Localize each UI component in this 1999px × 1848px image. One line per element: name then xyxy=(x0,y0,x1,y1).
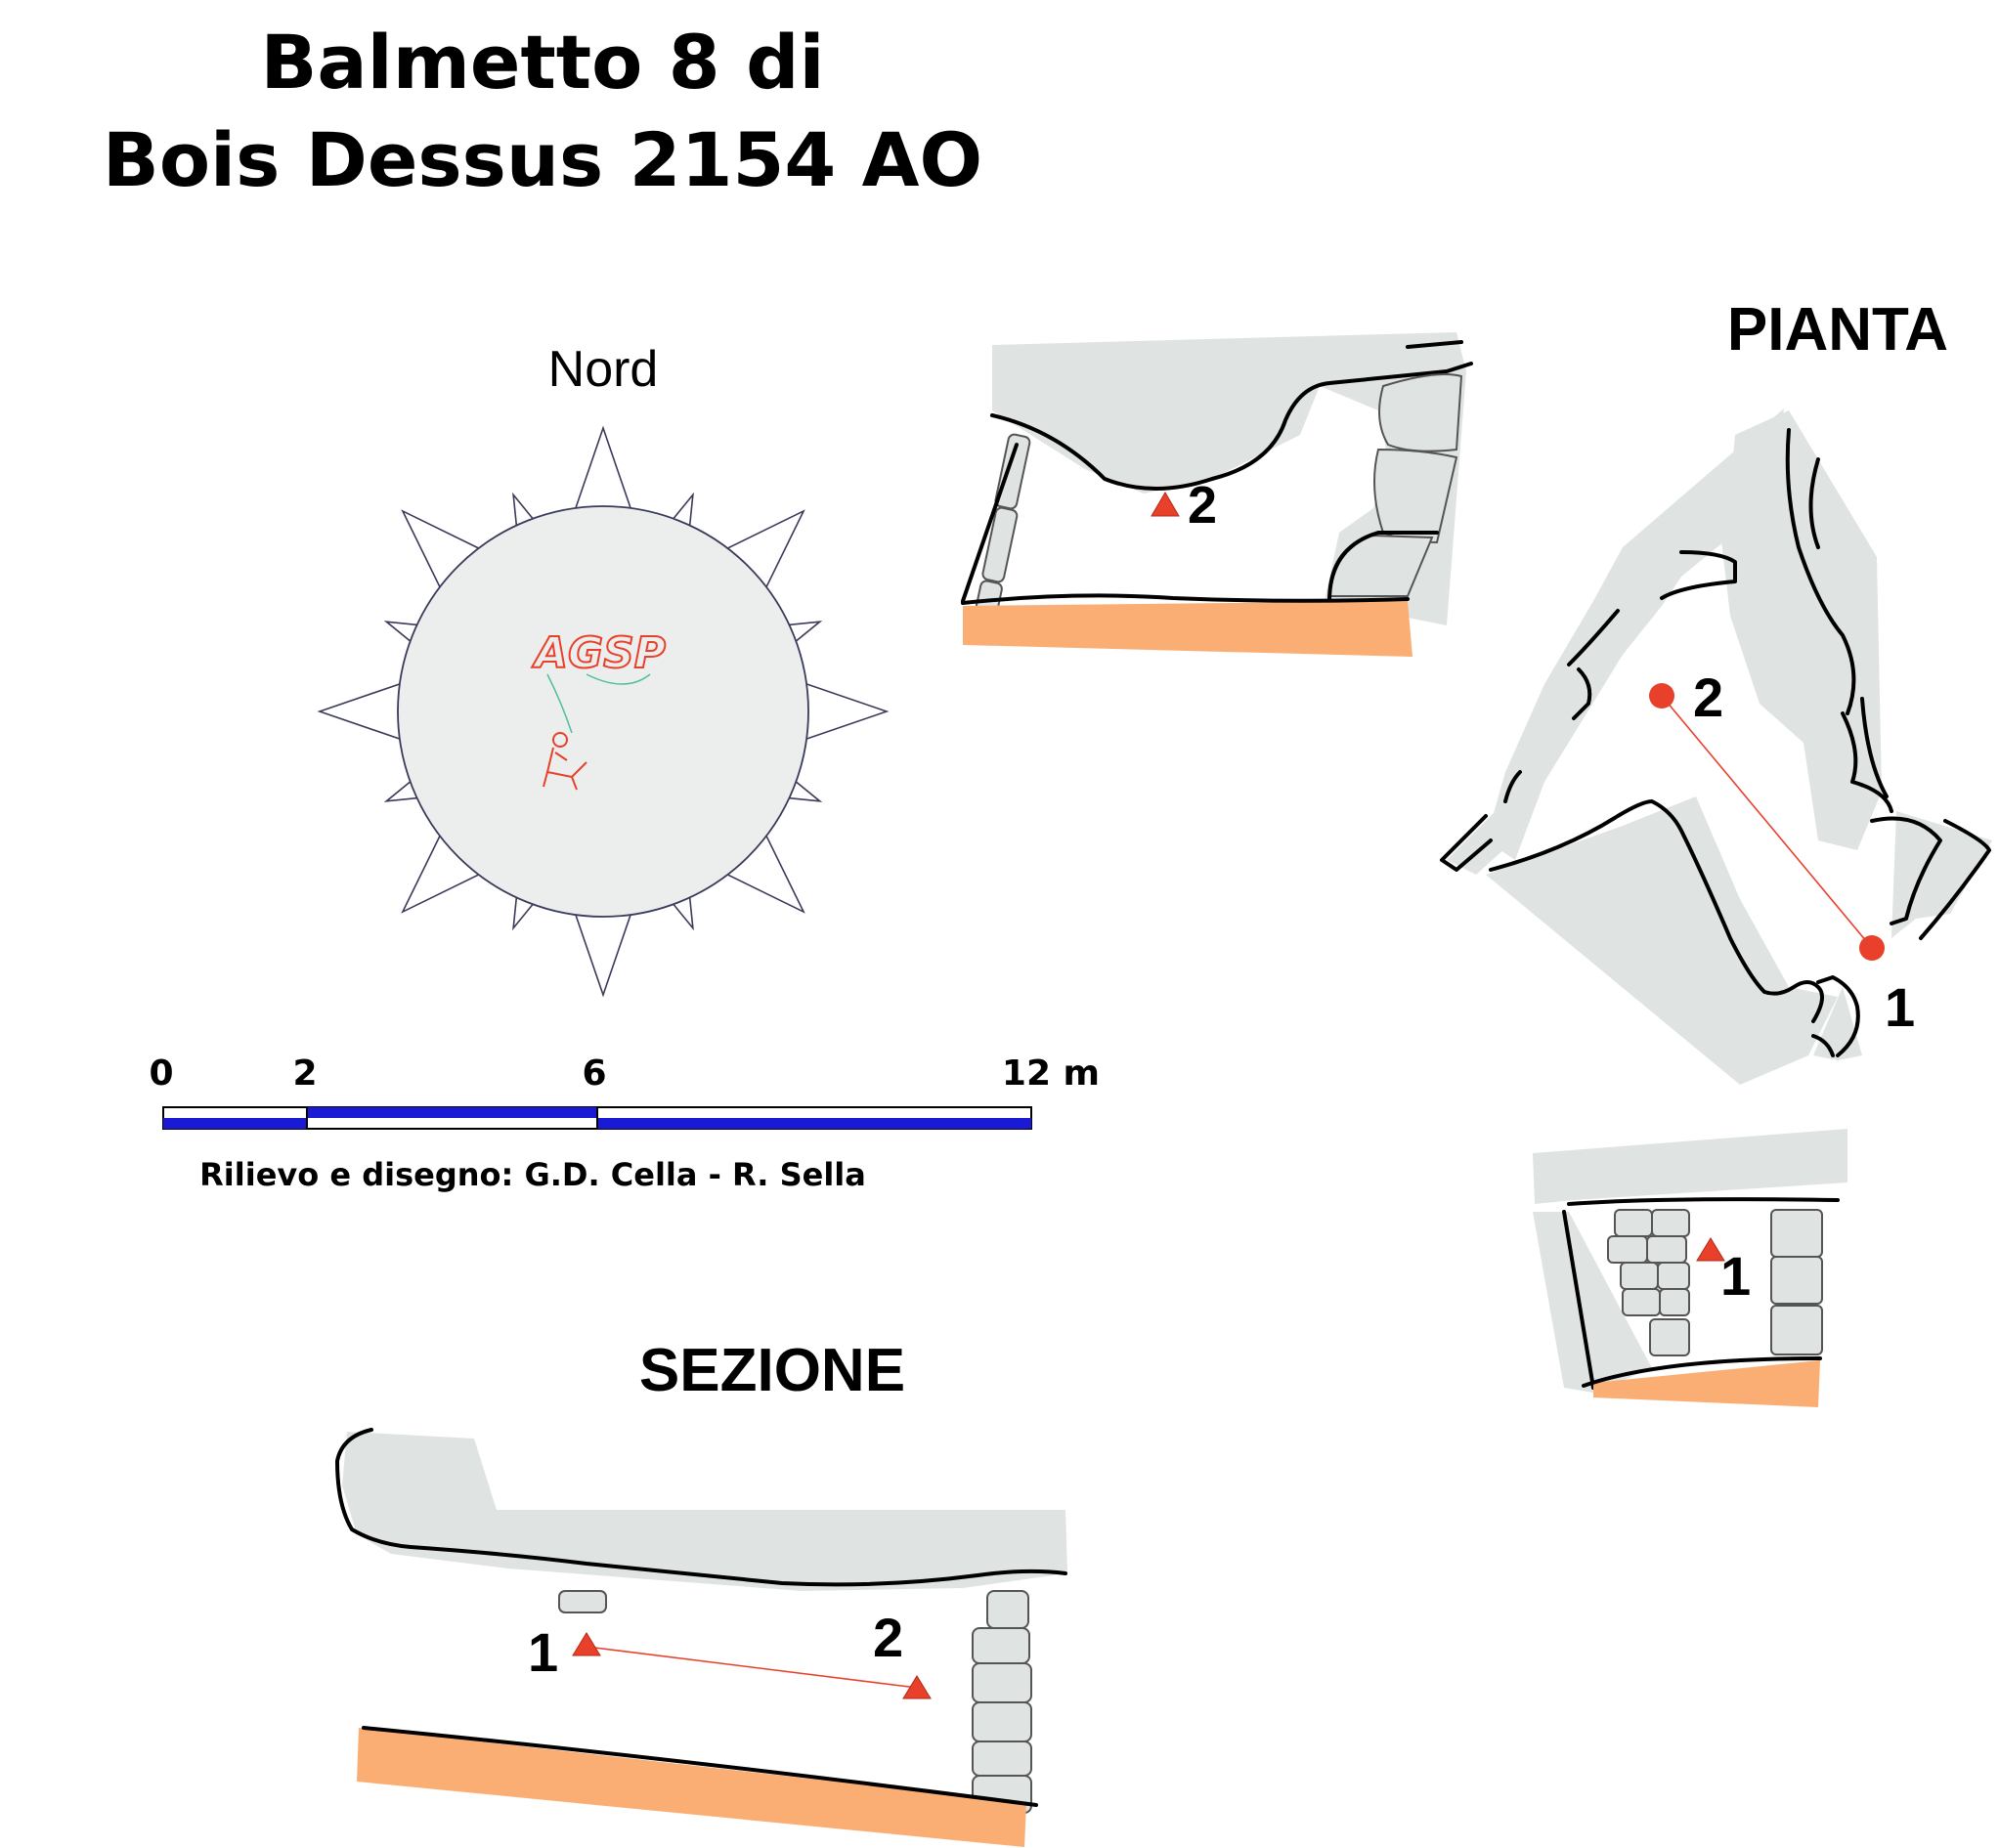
scale-tick-6: 6 xyxy=(582,1053,606,1094)
plan-station-2-dot xyxy=(1649,683,1674,709)
floor-ground-right xyxy=(1593,1360,1820,1407)
section-ceiling-rock xyxy=(342,1432,1067,1591)
logo-rope xyxy=(546,673,651,734)
title-line-1: Balmetto 8 di xyxy=(260,19,824,106)
section-survey-leg xyxy=(586,1646,918,1689)
section-floor-ground xyxy=(357,1728,1026,1847)
scale-segment-3 xyxy=(597,1118,1031,1129)
title-line-2: Bois Dessus 2154 AO xyxy=(103,116,982,203)
station-2-marker: 2 xyxy=(1151,476,1217,535)
plan-survey-leg xyxy=(1661,695,1873,949)
section-station-1-label: 1 xyxy=(528,1621,558,1683)
left-wall-rock xyxy=(1533,1212,1652,1393)
scale-tick-12: 12 m xyxy=(1002,1053,1100,1094)
section-heading: SEZIONE xyxy=(639,1337,905,1404)
cross-section-right: 1 xyxy=(1533,1129,1847,1407)
cross-section-top: 2 xyxy=(961,332,1473,657)
compass-disc xyxy=(397,505,809,918)
plan-station-1-label: 1 xyxy=(1885,976,1915,1038)
station-1-label: 1 xyxy=(1720,1245,1751,1307)
north-label: Nord xyxy=(548,341,659,398)
scale-tick-2: 2 xyxy=(292,1053,317,1094)
station-2-label: 2 xyxy=(1188,476,1217,535)
stone-pillar xyxy=(1607,1209,1823,1356)
scale-bar: 0 2 6 12 m Rilievo e disegno: G.D. Cella… xyxy=(149,1053,1100,1193)
ceiling-rock-right xyxy=(1533,1129,1847,1204)
scale-segment-1 xyxy=(163,1118,307,1129)
plan-heading: PIANTA xyxy=(1727,296,1948,364)
plan-station-1-dot xyxy=(1859,935,1885,961)
plan-station-2-label: 2 xyxy=(1693,666,1723,728)
floor-ground xyxy=(963,601,1412,657)
compass-rose: Nord AGSP xyxy=(317,341,890,998)
section-station-2-label: 2 xyxy=(873,1607,903,1668)
longitudinal-section: SEZIONE 1 2 xyxy=(335,1337,1067,1847)
scale-segment-2 xyxy=(307,1107,597,1118)
station-1-marker: 1 xyxy=(1696,1237,1751,1307)
survey-credit: Rilievo e disegno: G.D. Cella - R. Sella xyxy=(199,1156,866,1193)
section-stone-wall xyxy=(972,1590,1032,1814)
agsp-logo: AGSP xyxy=(532,628,666,678)
scale-tick-0: 0 xyxy=(149,1053,173,1094)
plan-view: PIANTA 2 1 xyxy=(1440,296,1992,1085)
caver-figure-icon xyxy=(543,732,587,791)
